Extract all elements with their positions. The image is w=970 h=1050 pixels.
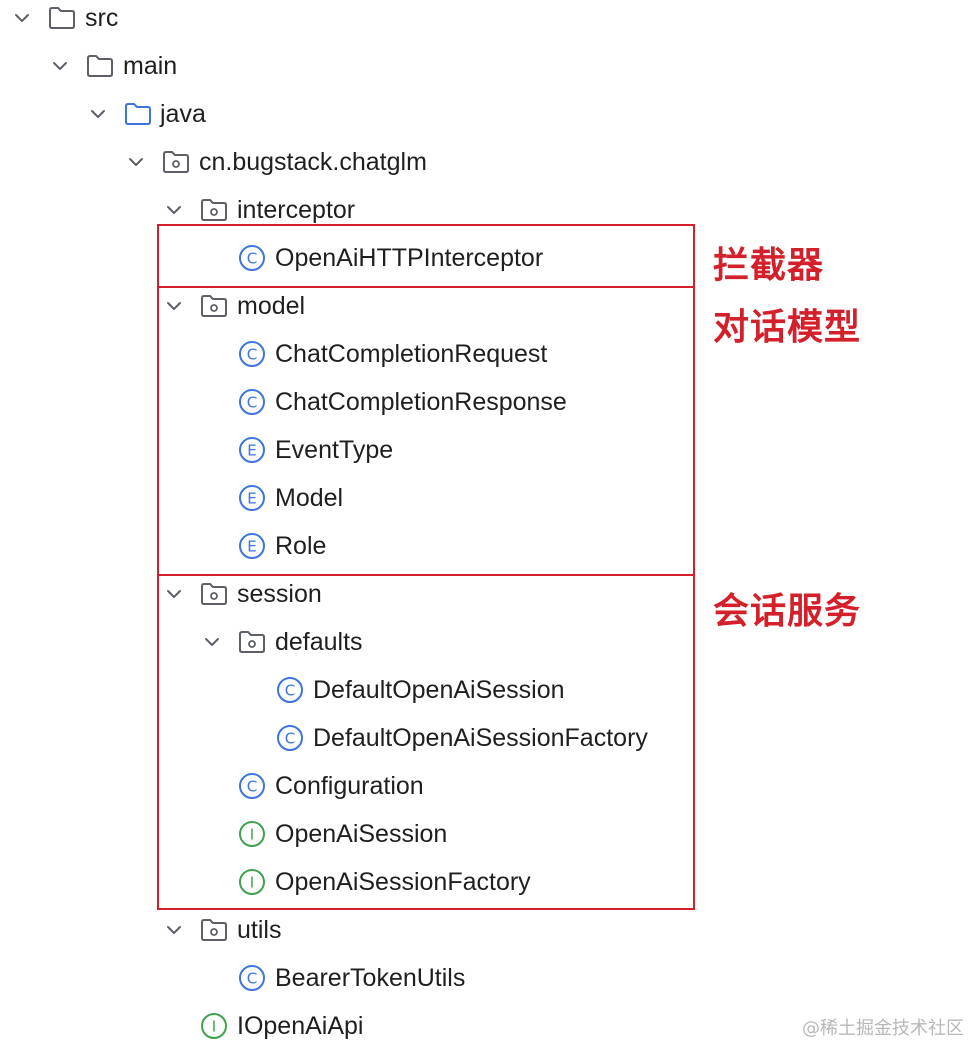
tree-node-label: Role bbox=[275, 532, 327, 560]
tree-node-label: interceptor bbox=[237, 196, 356, 224]
interface-icon: I bbox=[238, 810, 266, 858]
svg-text:I: I bbox=[212, 1018, 216, 1036]
folder-icon bbox=[48, 0, 76, 42]
source-folder-icon bbox=[124, 90, 152, 138]
tree-node-class[interactable]: C DefaultOpenAiSessionFactory bbox=[0, 714, 970, 762]
session-highlight-box bbox=[157, 574, 695, 910]
tree-node-defaults[interactable]: defaults bbox=[0, 618, 970, 666]
tree-node-class[interactable]: C DefaultOpenAiSession bbox=[0, 666, 970, 714]
package-icon bbox=[200, 186, 228, 234]
tree-node-interface[interactable]: I OpenAiSessionFactory bbox=[0, 858, 970, 906]
svg-text:E: E bbox=[247, 442, 256, 460]
svg-text:C: C bbox=[247, 346, 257, 364]
tree-node-label: cn.bugstack.chatglm bbox=[199, 148, 427, 176]
package-icon bbox=[200, 906, 228, 954]
tree-node-model[interactable]: model bbox=[0, 282, 970, 330]
enum-icon: E bbox=[238, 522, 266, 570]
tree-node-interface[interactable]: I IOpenAiApi bbox=[0, 1002, 970, 1050]
package-icon bbox=[162, 138, 190, 186]
chevron-down-icon[interactable] bbox=[86, 90, 110, 138]
tree-node-enum[interactable]: E EventType bbox=[0, 426, 970, 474]
class-icon: C bbox=[238, 954, 266, 1002]
tree-node-label: EventType bbox=[275, 436, 394, 464]
class-icon: C bbox=[276, 714, 304, 762]
chevron-down-icon[interactable] bbox=[162, 282, 186, 330]
tree-node-interface[interactable]: I OpenAiSession bbox=[0, 810, 970, 858]
tree-node-package-root[interactable]: cn.bugstack.chatglm bbox=[0, 138, 970, 186]
package-icon bbox=[238, 618, 266, 666]
model-highlight-box bbox=[157, 286, 695, 576]
tree-node-class[interactable]: C OpenAiHTTPInterceptor bbox=[0, 234, 970, 282]
tree-node-label: java bbox=[160, 100, 206, 128]
watermark: @稀土掘金技术社区 bbox=[802, 1018, 964, 1039]
tree-node-utils[interactable]: utils bbox=[0, 906, 970, 954]
tree-node-java[interactable]: java bbox=[0, 90, 970, 138]
tree-node-session[interactable]: session bbox=[0, 570, 970, 618]
tree-node-label: ChatCompletionRequest bbox=[275, 340, 548, 368]
tree-node-enum[interactable]: E Role bbox=[0, 522, 970, 570]
tree-node-label: model bbox=[237, 292, 306, 320]
class-icon: C bbox=[238, 378, 266, 426]
tree-node-main[interactable]: main bbox=[0, 42, 970, 90]
package-icon bbox=[200, 570, 228, 618]
class-icon: C bbox=[276, 666, 304, 714]
tree-node-label: OpenAiSession bbox=[275, 820, 448, 848]
chevron-down-icon[interactable] bbox=[48, 42, 72, 90]
chevron-down-icon[interactable] bbox=[200, 618, 224, 666]
tree-node-label: utils bbox=[237, 916, 282, 944]
svg-text:C: C bbox=[247, 970, 257, 988]
chevron-down-icon[interactable] bbox=[162, 906, 186, 954]
svg-text:C: C bbox=[285, 730, 295, 748]
class-icon: C bbox=[238, 234, 266, 282]
model-annotation: 对话模型 bbox=[713, 307, 862, 348]
tree-node-interceptor[interactable]: interceptor bbox=[0, 186, 970, 234]
session-annotation: 会话服务 bbox=[713, 591, 862, 632]
tree-node-label: Model bbox=[275, 484, 344, 512]
svg-text:C: C bbox=[247, 778, 257, 796]
class-icon: C bbox=[238, 762, 266, 810]
tree-node-label: OpenAiSessionFactory bbox=[275, 868, 531, 896]
interface-icon: I bbox=[238, 858, 266, 906]
svg-text:I: I bbox=[250, 826, 254, 844]
tree-node-class[interactable]: C ChatCompletionRequest bbox=[0, 330, 970, 378]
svg-text:C: C bbox=[247, 394, 257, 412]
chevron-down-icon[interactable] bbox=[162, 186, 186, 234]
svg-text:E: E bbox=[247, 490, 256, 508]
chevron-down-icon[interactable] bbox=[124, 138, 148, 186]
enum-icon: E bbox=[238, 426, 266, 474]
chevron-down-icon[interactable] bbox=[10, 0, 34, 42]
tree-node-label: DefaultOpenAiSessionFactory bbox=[313, 724, 648, 752]
folder-icon bbox=[86, 42, 114, 90]
tree-node-class[interactable]: C BearerTokenUtils bbox=[0, 954, 970, 1002]
tree-node-label: session bbox=[237, 580, 322, 608]
tree-node-src[interactable]: src bbox=[0, 0, 970, 42]
tree-node-label: DefaultOpenAiSession bbox=[313, 676, 565, 704]
tree-node-label: BearerTokenUtils bbox=[275, 964, 466, 992]
tree-node-label: src bbox=[85, 4, 119, 32]
tree-node-class[interactable]: C ChatCompletionResponse bbox=[0, 378, 970, 426]
svg-text:C: C bbox=[247, 250, 257, 268]
tree-node-class[interactable]: C Configuration bbox=[0, 762, 970, 810]
tree-node-enum[interactable]: E Model bbox=[0, 474, 970, 522]
chevron-down-icon[interactable] bbox=[162, 570, 186, 618]
package-icon bbox=[200, 282, 228, 330]
tree-node-label: OpenAiHTTPInterceptor bbox=[275, 244, 544, 272]
svg-text:E: E bbox=[247, 538, 256, 556]
svg-text:C: C bbox=[285, 682, 295, 700]
interceptor-highlight-box bbox=[157, 224, 695, 288]
tree-node-label: main bbox=[123, 52, 178, 80]
interface-icon: I bbox=[200, 1002, 228, 1050]
enum-icon: E bbox=[238, 474, 266, 522]
tree-node-label: Configuration bbox=[275, 772, 424, 800]
tree-node-label: defaults bbox=[275, 628, 363, 656]
svg-text:I: I bbox=[250, 874, 254, 892]
tree-node-label: IOpenAiApi bbox=[237, 1012, 364, 1040]
class-icon: C bbox=[238, 330, 266, 378]
tree-node-label: ChatCompletionResponse bbox=[275, 388, 567, 416]
interceptor-annotation: 拦截器 bbox=[713, 245, 825, 286]
